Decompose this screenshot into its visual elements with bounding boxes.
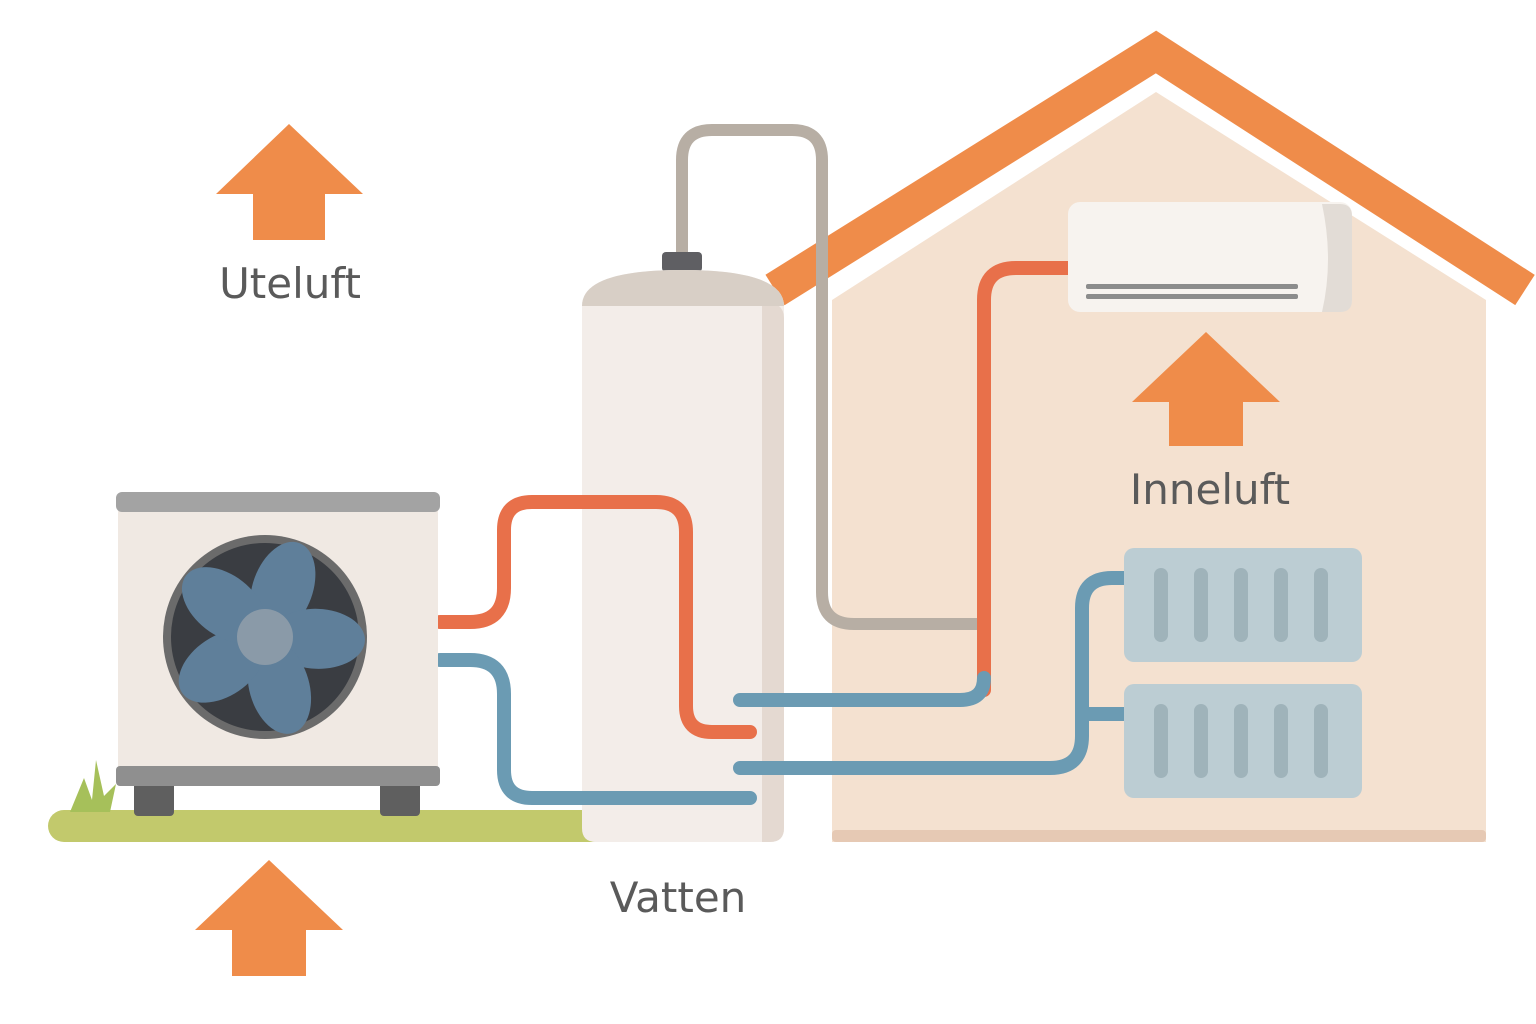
outdoor-unit-foot-right (380, 780, 420, 816)
hot-pipe-tank-to-indoor (977, 261, 1077, 697)
outdoor-air-label: Uteluft (219, 259, 361, 308)
cold-pipe-tank-to-unit (433, 653, 757, 805)
tank-top (582, 270, 784, 306)
hot-pipe-unit-to-tank (433, 495, 757, 739)
indoor-air-label: Inneluft (1130, 465, 1290, 514)
grass-tuft-icon (70, 760, 116, 812)
house-roof (765, 30, 1535, 306)
outdoor-unit-top (116, 492, 440, 512)
water-label: Vatten (610, 873, 747, 922)
outdoor-unit-foot-left (134, 780, 174, 816)
arrow-up-icon-indoor-air (1132, 332, 1280, 446)
outdoor-unit-base (116, 766, 440, 786)
arrow-up-icon-ground (195, 860, 343, 976)
radiator-icon-top (1124, 548, 1362, 662)
radiator-supply-pipe (733, 571, 1137, 775)
return-pipe (676, 124, 984, 630)
wall-unit-icon (1068, 202, 1352, 312)
fan-icon (163, 535, 367, 739)
cold-pipe-tank-to-house (733, 671, 991, 707)
arrow-up-icon-outdoor-air (216, 124, 363, 240)
tank-shadow (762, 300, 784, 842)
radiator-icon-bottom (1124, 684, 1362, 798)
ground (48, 760, 608, 842)
tank-cap (662, 252, 702, 272)
grass-strip (48, 810, 608, 842)
outdoor-unit-icon (116, 492, 440, 816)
house-floor-line (832, 830, 1486, 842)
